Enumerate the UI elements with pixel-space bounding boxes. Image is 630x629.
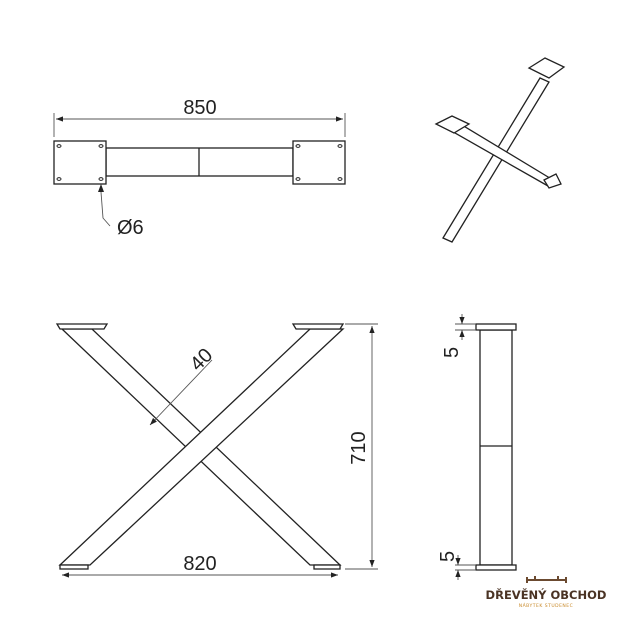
top-right-plate (291, 323, 345, 330)
front-view: 40 820 710 (55, 323, 378, 578)
profile-label: 40 (186, 344, 217, 375)
top-plate-iso (527, 57, 566, 79)
bed-icon (526, 576, 567, 583)
length-label: 850 (183, 97, 216, 119)
top-left-plate (55, 323, 109, 330)
hole-diameter-label: Ø6 (117, 217, 144, 239)
logo-tagline: NÁBYTEK STUDENEC (519, 602, 574, 609)
top-plate-thickness-label: 5 (441, 347, 463, 358)
bottom-plate-thickness-label: 5 (437, 551, 459, 562)
top-view: 850 Ø6 (53, 97, 346, 239)
left-mount-plate (53, 140, 107, 185)
profile-dimension-line (149, 359, 213, 426)
isometric-view (434, 57, 566, 243)
side-leg (479, 329, 513, 566)
width-label: 820 (183, 553, 216, 575)
screw-holes (56, 144, 343, 181)
brand-logo: DŘEVĚNÝ OBCHOD NÁBYTEK STUDENEC (486, 576, 607, 609)
side-view: 5 5 (437, 314, 517, 580)
right-mount-plate (292, 140, 346, 185)
logo-name: DŘEVĚNÝ OBCHOD (486, 587, 607, 602)
height-label: 710 (348, 431, 370, 464)
